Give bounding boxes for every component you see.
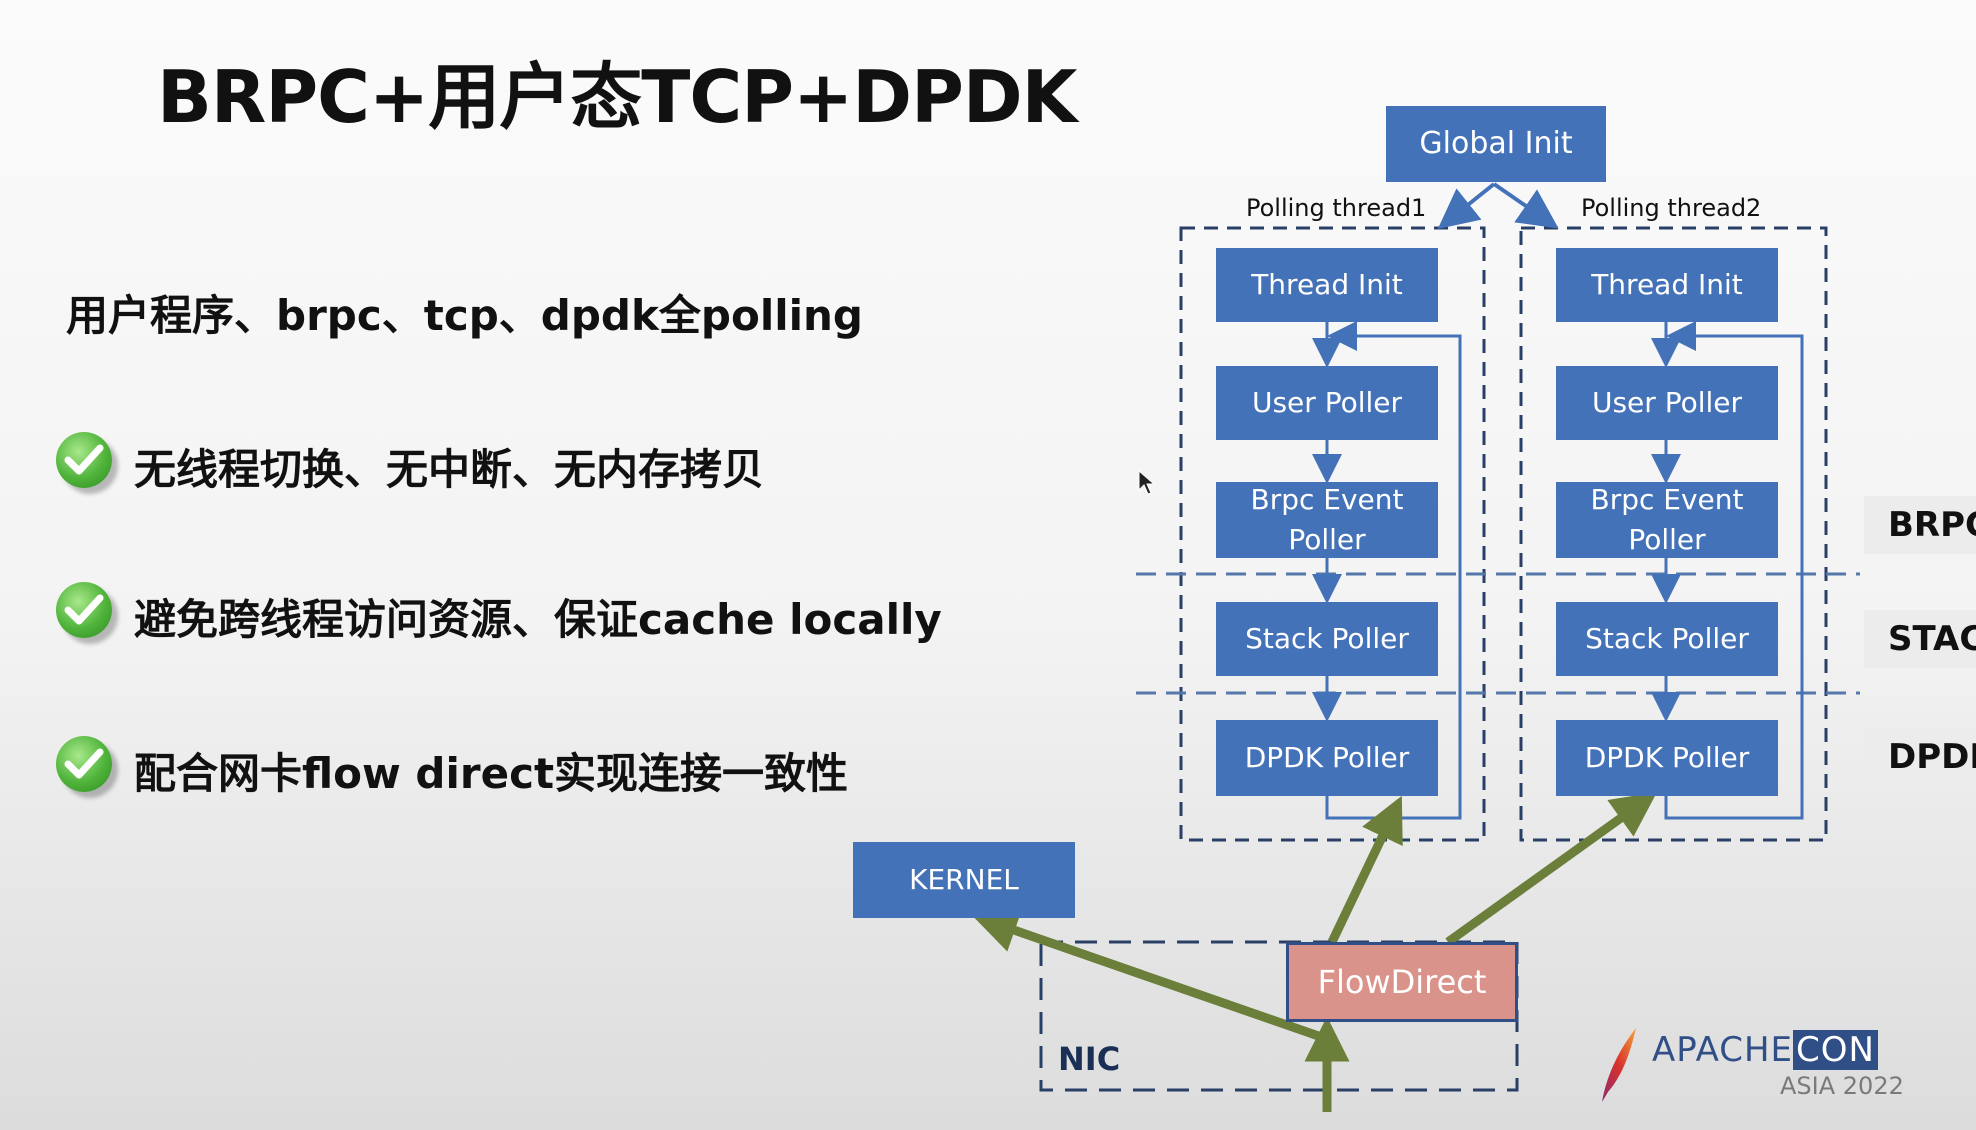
apachecon-subtitle: ASIA 2022	[1780, 1072, 1904, 1100]
global-init-box: Global Init	[1386, 106, 1606, 182]
bullet-text: 无线程切换、无中断、无内存拷贝	[134, 445, 765, 494]
thread1-container	[1179, 226, 1486, 842]
check-icon	[56, 432, 112, 488]
apachecon-wordmark: APACHECON	[1652, 1030, 1878, 1070]
thread1-dpdk-poller-box: DPDK Poller	[1216, 720, 1438, 796]
apachecon-logo: APACHECON ASIA 2022	[1594, 1020, 1904, 1120]
slide-subtitle: 用户程序、brpc、tcp、dpdk全polling	[66, 291, 863, 340]
thread1-stack-poller-box: Stack Poller	[1216, 602, 1438, 676]
thread1-user-poller-box: User Poller	[1216, 366, 1438, 440]
layer-label-dpdk: DPDK	[1864, 728, 1976, 786]
bullet-text: 避免跨线程访问资源、保证cache locally	[134, 595, 942, 644]
kernel-box: KERNEL	[853, 842, 1075, 918]
mouse-cursor-icon	[1138, 470, 1156, 495]
layer-label-brpc: BRPC	[1864, 496, 1976, 554]
thread1-thread-init-box: Thread Init	[1216, 248, 1438, 322]
thread2-dpdk-poller-box: DPDK Poller	[1556, 720, 1778, 796]
bullet-text: 配合网卡flow direct实现连接一致性	[134, 749, 849, 798]
thread2-container	[1519, 226, 1828, 842]
layer-label-stack: STACK	[1864, 610, 1976, 668]
flowdirect-box: FlowDirect	[1286, 942, 1518, 1022]
thread2-label: Polling thread2	[1581, 194, 1762, 222]
thread2-brpc-event-poller-box: Brpc Event Poller	[1556, 482, 1778, 558]
check-icon	[56, 582, 112, 638]
nic-label: NIC	[1058, 1040, 1121, 1078]
feather-icon	[1602, 1028, 1636, 1102]
thread1-label: Polling thread1	[1246, 194, 1427, 222]
slide-title: BRPC+用户态TCP+DPDK	[157, 55, 1077, 139]
thread1-brpc-event-poller-box: Brpc Event Poller	[1216, 482, 1438, 558]
check-icon	[56, 736, 112, 792]
thread2-user-poller-box: User Poller	[1556, 366, 1778, 440]
thread2-stack-poller-box: Stack Poller	[1556, 602, 1778, 676]
thread2-thread-init-box: Thread Init	[1556, 248, 1778, 322]
